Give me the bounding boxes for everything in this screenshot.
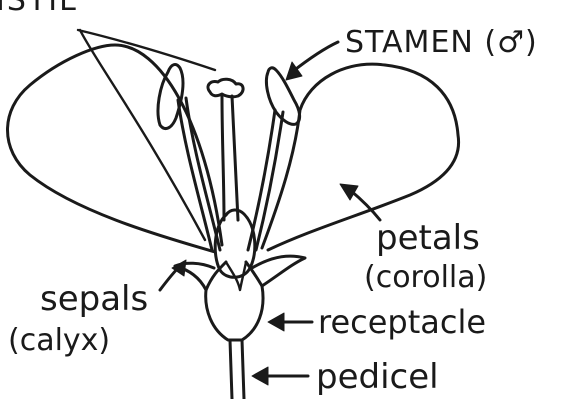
receptacle-arrowhead [268, 313, 284, 331]
petals-label: petals [376, 218, 480, 258]
center-filament-right [232, 96, 238, 220]
stamen-label: STAMEN (♂) [345, 25, 538, 60]
corolla-label: (corolla) [364, 260, 487, 295]
left-stamen-filament [178, 100, 212, 250]
pedicel-right [242, 340, 244, 399]
sepals-label: sepals [40, 279, 148, 319]
pedicel-left [230, 340, 232, 399]
receptacle-label: receptacle [318, 303, 486, 341]
stamen-arrow [292, 42, 338, 72]
pedicel-arrowhead [252, 367, 268, 385]
center-filament-left [222, 96, 224, 220]
center-anther [208, 79, 243, 97]
left-petal [8, 45, 223, 252]
back-petal-line [78, 30, 215, 70]
calyx-label: (calyx) [8, 323, 110, 358]
pedicel-label: pedicel [316, 357, 439, 397]
receptacle-shape [206, 286, 263, 340]
petals-arrowhead [340, 184, 358, 200]
pistil-label-partial: ISTIL [0, 0, 78, 18]
left-stamen-filament-2 [186, 98, 220, 250]
